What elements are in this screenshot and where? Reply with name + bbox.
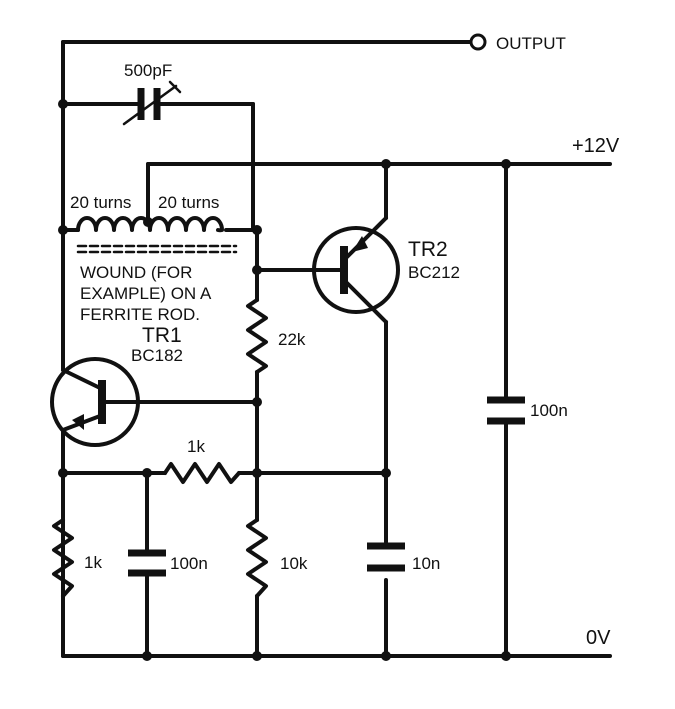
tr1-type-label: BC182 [131, 346, 183, 365]
trimmer-capacitor-label: 500pF [124, 61, 172, 80]
output-terminal [469, 33, 487, 51]
coil-note-line-2: EXAMPLE) ON A [80, 284, 212, 303]
tr1-name-label: TR1 [142, 324, 182, 347]
resistor-1k-left [52, 518, 74, 598]
coil-note-line-3: FERRITE ROD. [80, 305, 200, 324]
resistor-1k-top [163, 462, 241, 484]
resistor-10k-label: 10k [280, 554, 308, 573]
coil-right-label: 20 turns [158, 193, 219, 212]
capacitor-10n [367, 542, 405, 572]
resistor-1k-top-label: 1k [187, 437, 205, 456]
coil-note-line-1: WOUND (FOR [80, 263, 192, 282]
output-label: OUTPUT [496, 34, 566, 53]
capacitor-100n-right-label: 100n [530, 401, 568, 420]
ground-label: 0V [586, 627, 611, 649]
coil-left-label: 20 turns [70, 193, 131, 212]
capacitor-100n-right [487, 396, 525, 425]
tr2-name-label: TR2 [408, 238, 448, 261]
capacitor-100n-left-label: 100n [170, 554, 208, 573]
capacitor-10n-label: 10n [412, 554, 440, 573]
resistor-1k-left-label: 1k [84, 553, 102, 572]
resistor-10k [246, 518, 268, 598]
tr2-type-label: BC212 [408, 263, 460, 282]
transistor-tr2 [312, 216, 400, 324]
transistor-tr1 [50, 357, 140, 447]
resistor-22k-label: 22k [278, 330, 306, 349]
junction-dots [58, 99, 511, 661]
capacitor-100n-left [128, 549, 166, 577]
ferrite-coil [76, 216, 238, 254]
trimmer-capacitor-500pf [122, 80, 182, 126]
wires [61, 40, 612, 658]
resistor-22k [246, 298, 268, 374]
supply-label: +12V [572, 135, 620, 157]
